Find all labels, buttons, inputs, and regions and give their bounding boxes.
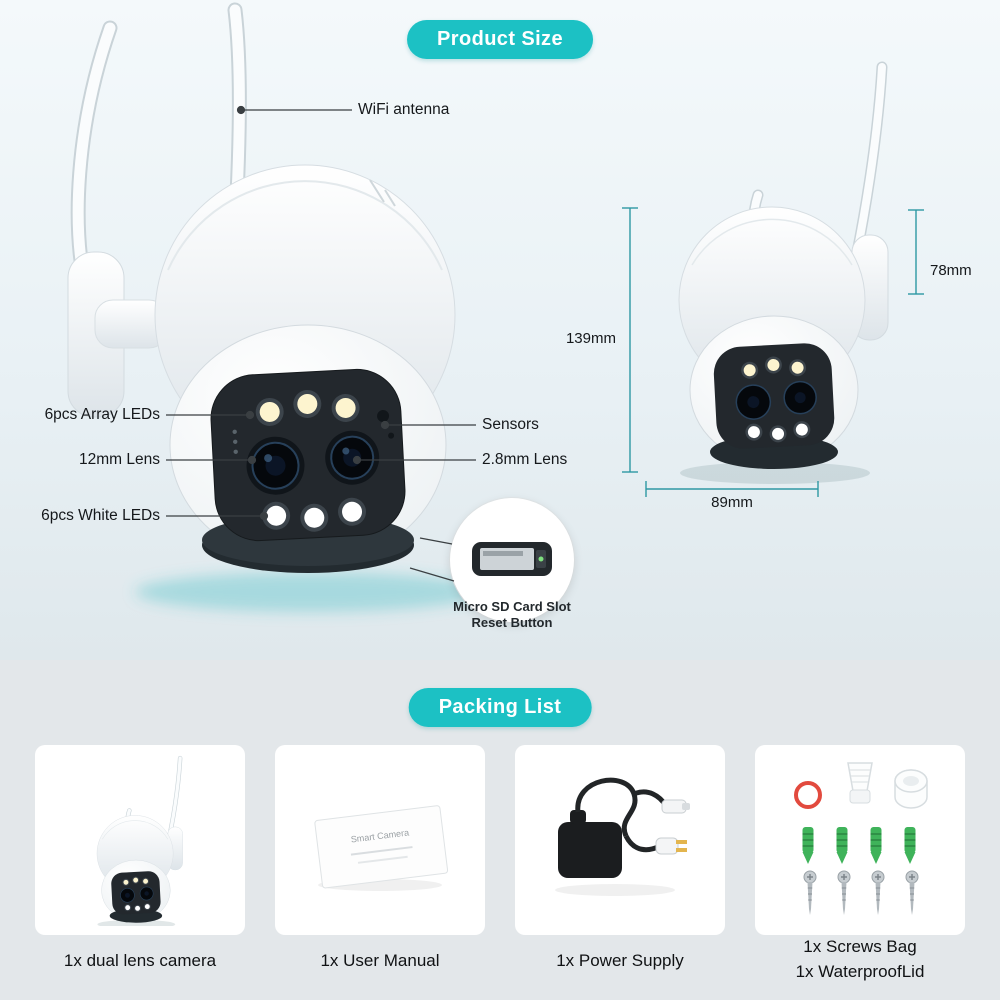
array-leds-icon — [255, 389, 360, 426]
waterproof-ring-icon — [894, 769, 928, 809]
waterproof-lid-icon — [847, 762, 873, 804]
screws-waterproof-illustration — [794, 762, 928, 915]
dimension-width: 89mm — [711, 494, 753, 511]
callout-sensors: Sensors — [482, 416, 539, 433]
wifi-antenna-right-icon — [227, 2, 247, 203]
callout-array-leds: 6pcs Array LEDs — [44, 406, 160, 423]
dimension-height: 139mm — [565, 330, 616, 347]
packing-card-user-manual: Smart Camera — [275, 745, 485, 935]
callout-12mm-lens: 12mm Lens — [79, 451, 160, 468]
packing-card-dual-lens-camera — [35, 745, 245, 935]
packing-item-label-screws: 1x Screws Bag 1x WaterproofLid — [755, 934, 965, 984]
callout-wifi-antenna: WiFi antenna — [358, 101, 450, 118]
callout-28mm-lens: 2.8mm Lens — [482, 451, 568, 468]
camera-face-plate — [210, 368, 406, 542]
large-camera-illustration — [67, 2, 480, 612]
white-leds-icon — [262, 497, 367, 532]
wall-mount-bracket — [67, 251, 168, 418]
small-camera-illustration — [678, 61, 889, 484]
o-ring-icon — [794, 781, 822, 809]
callout-white-leds: 6pcs White LEDs — [41, 507, 160, 524]
sd-slot-caption-line1: Micro SD Card Slot — [453, 599, 571, 614]
screws-icon — [803, 870, 919, 915]
product-size-badge-label: Product Size — [437, 28, 563, 50]
product-size-badge: Product Size — [407, 20, 593, 59]
sd-slot-detail-icon — [472, 542, 552, 576]
camera-glow-shadow — [135, 572, 480, 612]
packing-list-badge: Packing List — [408, 688, 592, 727]
packing-item-label-camera: 1x dual lens camera — [63, 951, 217, 970]
speaker-holes-icon — [232, 429, 238, 454]
sd-slot-caption: Micro SD Card Slot Reset Button — [437, 599, 587, 631]
sensors-icon — [377, 410, 395, 439]
packing-list-badge-label: Packing List — [438, 696, 562, 718]
mini-camera-illustration — [65, 754, 215, 926]
dimension-antenna: 78mm — [930, 262, 972, 279]
lens-28mm-icon — [325, 430, 380, 485]
packing-item-label-manual: 1x User Manual — [320, 951, 440, 970]
lens-12mm-icon — [246, 436, 305, 495]
packing-item-label-power: 1x Power Supply — [556, 951, 684, 970]
packing-card-power-supply — [515, 745, 725, 935]
sd-slot-caption-line2: Reset Button — [471, 615, 553, 630]
sd-slot-inset — [450, 498, 574, 622]
packing-card-screws-waterproof — [755, 745, 965, 935]
power-supply-illustration — [555, 777, 690, 896]
wall-anchors-icon — [802, 827, 916, 864]
user-manual-illustration: Smart Camera — [314, 805, 449, 891]
packing-item-label-screws-line2: 1x WaterproofLid — [795, 962, 925, 981]
packing-item-label-screws-line1: 1x Screws Bag — [803, 937, 917, 956]
